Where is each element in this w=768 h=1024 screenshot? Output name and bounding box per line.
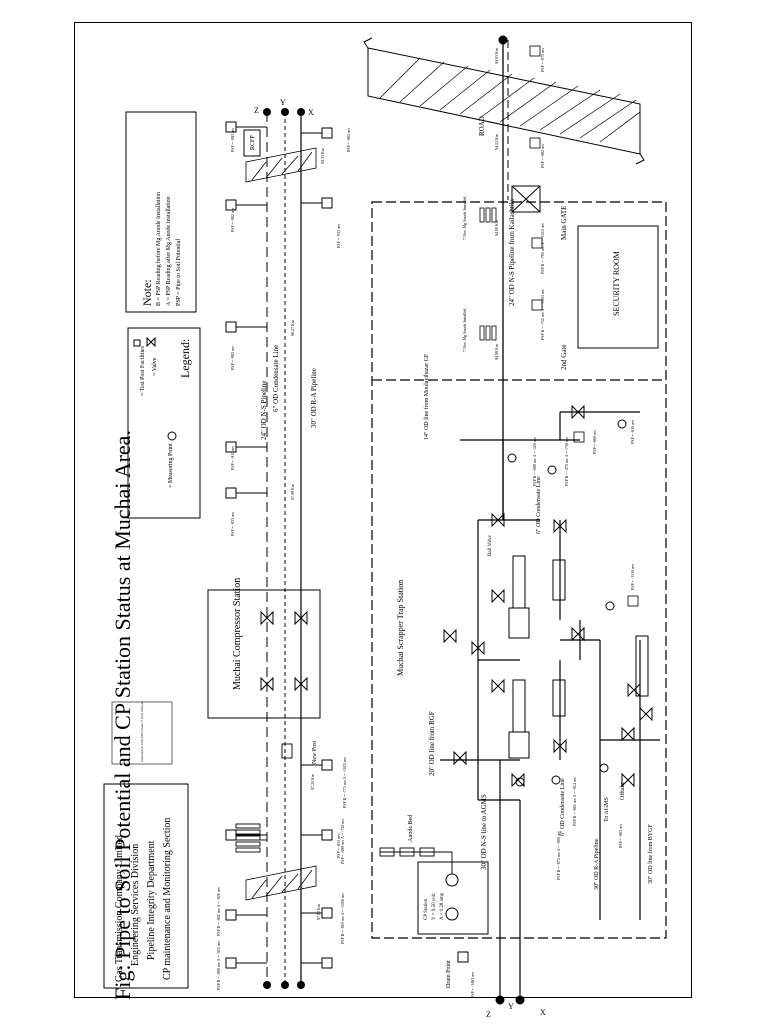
pipe-z-bottom-label: Z: [486, 1010, 491, 1019]
drawing-frame: [74, 22, 692, 998]
second-gate-label: 2nd Gate: [560, 344, 568, 370]
kailashtila-label: 24" OD N-S Pipeline from Kailashtila: [508, 199, 516, 306]
psp-reading: PSP = -610 mv: [630, 419, 635, 444]
legend-heading: Legend:: [178, 338, 192, 378]
psp-reading: PSP B = -470 mv A = -730 mv: [564, 436, 569, 486]
rcfp-label: RCFP: [250, 135, 256, 150]
psp-reading: PSP = -982 mv: [540, 143, 545, 168]
chainage: 97.80 Km: [316, 904, 321, 920]
scrapper-trap-label: Muchai Scrapper Trap Station: [396, 579, 405, 676]
road-band: [363, 37, 645, 165]
condensate-bottom-label: 6" OD Condensate Line: [560, 778, 566, 836]
ball-valve-label: Ball Valve: [488, 535, 493, 556]
psp-reading: PSP = -902 mv: [230, 207, 235, 232]
station-valves: [443, 404, 653, 788]
new-post-label: New Post: [312, 740, 318, 764]
rgf-line-label: 20" OD line from RGF: [428, 711, 436, 776]
psp-reading: PSP = -680 mv A = -750 mv: [340, 818, 345, 864]
chainage: 94.80 Km: [494, 220, 499, 236]
road-label: ROAD: [478, 116, 486, 136]
moulavibazar-label: 14" OD line from Moulavibazar GF: [424, 353, 430, 440]
ra-30-label: 30" OD R-A Pipeline: [310, 368, 318, 428]
psp-reading: PSP = -903 mv: [618, 823, 623, 848]
cp-current: A = 0.28 amp: [440, 892, 445, 920]
legend-measuring-point: = Measuring Point: [168, 443, 174, 488]
legend-valve: = Valve: [152, 357, 158, 376]
legend-test-post: = Test Post Facilities: [140, 345, 146, 396]
chainage: 96.27 Km: [290, 320, 295, 336]
chainage: 94.98 Km: [494, 344, 499, 360]
note-line: PSP = Pipe to Soil Potential: [176, 238, 182, 306]
psp-reading: PSP B = -668 mv A = -520 mv: [532, 436, 537, 486]
title-block-line: CP maintenance and Monitoring Section: [162, 817, 173, 980]
cp-station-label: CP Station: [424, 898, 429, 920]
pipe-x-bottom-label: X: [540, 1008, 546, 1017]
psp-reading: PSP = -1463 mv: [470, 971, 475, 998]
note-heading: Note:: [140, 279, 154, 306]
anode-bed-label: Anode Bed: [408, 814, 414, 842]
pipe-x-label: X: [308, 108, 314, 117]
chainage: 94.12 Km: [494, 134, 499, 150]
note-line: B = PSP Reading before Mg Anode Installa…: [156, 192, 162, 306]
psp-reading: PSP B = -675 mv A = -900 mv: [556, 830, 561, 880]
cp-voltage: V = 9.50 volt: [432, 893, 437, 920]
psp-reading: PSP = -993 mv: [230, 127, 235, 152]
psp-reading: PSP B = -803 mv A = -1000 mv: [340, 892, 345, 944]
compressor-label: Muchai Compressor Station: [232, 577, 243, 690]
psp-reading: PSP = -935 mv: [336, 223, 341, 248]
psp-reading: PSP B = -806 mv A = -915 mv: [216, 940, 221, 990]
ns-24-label: 24" OD N-S Pipeline: [260, 380, 268, 440]
psp-reading: PSP = -660 mv: [592, 429, 597, 454]
bygf-label: 30" OD line from BYGF: [648, 824, 654, 884]
pipe-y-bottom-label: Y: [508, 1002, 514, 1011]
title-block-line: Gas Transmission Company Limited: [114, 835, 125, 982]
condensate-left-label: 6" OD Condensate Line: [272, 344, 280, 412]
psp-reading: PSP = -875 mv: [540, 47, 545, 72]
offtake-label: Offtake: [620, 781, 626, 800]
chainage: 97.08 Km: [290, 484, 295, 500]
chainage: 94.35 Km: [320, 148, 325, 164]
psp-reading: PSP B = -665 mv A = -914 mv: [572, 776, 577, 826]
to-agms-label: To AGMS: [604, 797, 610, 822]
psp-reading: PSP = -905 mv: [346, 127, 351, 152]
anode-note: 7 Nos. Mg Anode Installed: [462, 196, 467, 240]
title-block-line: Pipeline Integrity Department: [146, 840, 157, 960]
anode-note: 7 Nos. Mg Anode Installed: [462, 308, 467, 352]
pipe-y-label: Y: [280, 98, 286, 107]
main-gate-label: Main GATE: [560, 205, 568, 240]
agms-line-label: 30" OD N-S line to AGMS: [480, 794, 488, 870]
note-line: A = PSP Reading after Mg Anode Installat…: [166, 196, 172, 306]
psp-reading: PSP = -883 mv: [230, 345, 235, 370]
psp-reading: PSP = -833 mv: [230, 511, 235, 536]
pipe-z-label: Z: [254, 106, 259, 115]
security-room-label: SECURITY ROOM: [612, 251, 621, 316]
psp-reading: PSP B = -775 mv A = -1025 mv: [342, 756, 347, 808]
ra-30-bottom-label: 30" OD R-A Pipeline: [594, 838, 600, 890]
drain-point-label: Drain Point: [446, 960, 452, 988]
psp-reading: PSP B = -802 mv A = -920 mv: [216, 886, 221, 936]
title-block-line: Engineering Services Division: [130, 843, 141, 966]
chainage: 94.03 Km: [494, 48, 499, 64]
chainage: 97.20 Km: [310, 774, 315, 790]
psp-reading: PSP B = -752 mv A = -1003 mv: [540, 288, 545, 340]
psp-reading: PSP B = -783 mv A = -1515 mv: [540, 222, 545, 274]
psp-reading: PSP = -915 mv: [230, 445, 235, 470]
pdf-stamp: Generated by Foxit PDF Creator © Foxit S…: [140, 701, 144, 762]
psp-reading: PSP = -1510 mv: [630, 563, 635, 590]
